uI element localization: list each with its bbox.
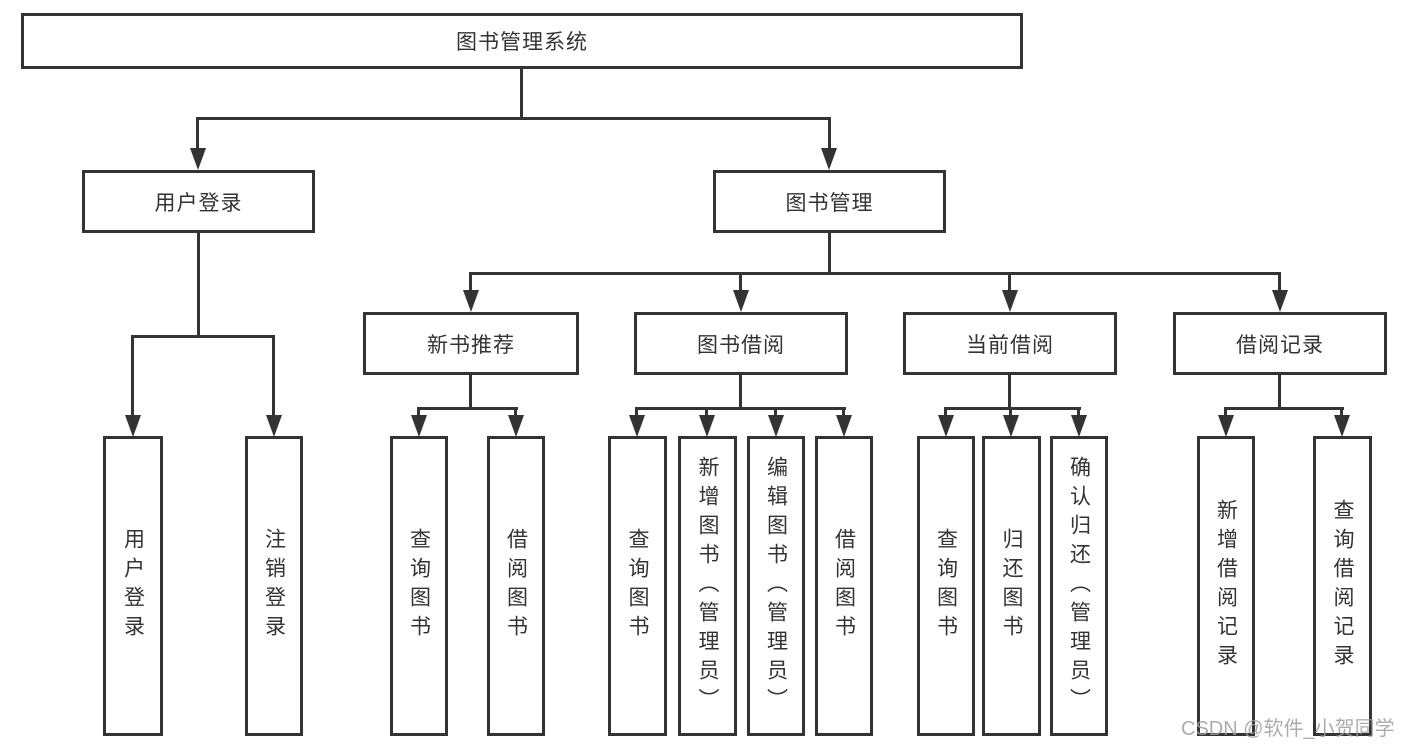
node-current-borrowing-label: 当前借阅 xyxy=(966,333,1054,357)
leaf-borrow-books-recommend: 借阅图书 xyxy=(487,436,545,736)
connector-user-login-stem xyxy=(197,233,200,338)
arrowhead-down-icon xyxy=(733,290,749,312)
leaf-query-books-current-label: 查询图书 xyxy=(934,528,958,644)
node-book-borrowing: 图书借阅 xyxy=(634,312,848,375)
connector-book-management-stem xyxy=(828,233,831,275)
node-root: 图书管理系统 xyxy=(21,13,1023,69)
node-book-borrowing-label: 图书借阅 xyxy=(697,333,785,357)
connector-book-borrowing-stem xyxy=(739,375,742,410)
connector-current-borrowing-split xyxy=(944,407,1081,410)
connector-borrowing-records-stem xyxy=(1278,375,1281,410)
arrowhead-down-icon xyxy=(699,415,715,437)
leaf-add-borrow-record: 新增借阅记录 xyxy=(1197,436,1255,736)
arrowhead-down-icon xyxy=(266,415,282,437)
node-borrowing-records: 借阅记录 xyxy=(1173,312,1387,375)
connector-shaft-leaf-user-login xyxy=(131,335,134,417)
connector-level3-split xyxy=(469,272,1281,275)
leaf-query-books-borrowing: 查询图书 xyxy=(608,436,667,736)
connector-shaft-leaf-logout xyxy=(272,335,275,417)
connector-shaft xyxy=(774,407,777,419)
connector-shaft xyxy=(705,407,708,419)
connector-shaft-book-management xyxy=(828,117,831,151)
leaf-add-books-admin: 新增图书（管理员） xyxy=(678,436,737,736)
connector-shaft xyxy=(1224,407,1227,419)
arrowhead-down-icon xyxy=(1218,415,1234,437)
leaf-borrow-books-borrowing-label: 借阅图书 xyxy=(832,528,856,644)
leaf-edit-books-admin: 编辑图书（管理员） xyxy=(747,436,805,736)
node-user-login: 用户登录 xyxy=(82,170,315,233)
arrowhead-down-icon xyxy=(836,415,852,437)
node-book-management: 图书管理 xyxy=(713,170,946,233)
connector-shaft-new-book xyxy=(469,272,472,294)
connector-shaft xyxy=(417,407,420,419)
arrowhead-down-icon xyxy=(190,148,206,170)
arrowhead-down-icon xyxy=(629,415,645,437)
connector-shaft xyxy=(842,407,845,419)
connector-root-stem xyxy=(520,69,523,120)
leaf-user-login-label: 用户登录 xyxy=(121,528,145,644)
node-root-label: 图书管理系统 xyxy=(456,31,588,54)
connector-user-login-split xyxy=(131,335,275,338)
node-new-book-recommendation: 新书推荐 xyxy=(363,312,579,375)
node-new-book-recommendation-label: 新书推荐 xyxy=(427,333,515,357)
connector-shaft xyxy=(635,407,638,419)
arrowhead-down-icon xyxy=(1002,290,1018,312)
watermark: CSDN @软件_小贺同学 xyxy=(1181,718,1395,740)
leaf-query-books-borrowing-label: 查询图书 xyxy=(626,528,649,644)
leaf-return-books: 归还图书 xyxy=(982,436,1041,736)
connector-shaft xyxy=(514,407,517,419)
connector-book-borrowing-split xyxy=(635,407,846,410)
node-current-borrowing: 当前借阅 xyxy=(903,312,1117,375)
arrowhead-down-icon xyxy=(463,290,479,312)
connector-shaft-current-borrowing xyxy=(1008,272,1011,294)
arrowhead-down-icon xyxy=(1003,415,1019,437)
leaf-add-books-admin-label: 新增图书（管理员） xyxy=(696,455,719,717)
leaf-query-books-current: 查询图书 xyxy=(917,436,975,736)
leaf-query-borrow-record-label: 查询借阅记录 xyxy=(1331,499,1354,673)
connector-shaft xyxy=(1077,407,1080,419)
leaf-query-books-recommend: 查询图书 xyxy=(390,436,448,736)
connector-borrowing-records-split xyxy=(1224,407,1344,410)
connector-shaft-book-borrowing xyxy=(739,272,742,294)
leaf-borrow-books-recommend-label: 借阅图书 xyxy=(504,528,528,644)
leaf-logout-login: 注销登录 xyxy=(245,436,303,736)
leaf-edit-books-admin-label: 编辑图书（管理员） xyxy=(764,455,788,717)
arrowhead-down-icon xyxy=(768,415,784,437)
arrowhead-down-icon xyxy=(411,415,427,437)
arrowhead-down-icon xyxy=(938,415,954,437)
arrowhead-down-icon xyxy=(125,415,141,437)
connector-new-book-stem xyxy=(469,375,472,410)
connector-current-borrowing-stem xyxy=(1008,375,1011,410)
leaf-confirm-return-admin: 确认归还（管理员） xyxy=(1050,436,1108,736)
connector-shaft xyxy=(1009,407,1012,419)
leaf-borrow-books-borrowing: 借阅图书 xyxy=(815,436,873,736)
node-book-management-label: 图书管理 xyxy=(785,191,874,215)
leaf-logout-login-label: 注销登录 xyxy=(262,528,286,644)
connector-shaft xyxy=(1340,407,1343,419)
node-borrowing-records-label: 借阅记录 xyxy=(1236,333,1324,357)
node-user-login-label: 用户登录 xyxy=(154,191,243,215)
arrowhead-down-icon xyxy=(1071,415,1087,437)
leaf-add-borrow-record-label: 新增借阅记录 xyxy=(1214,499,1238,673)
leaf-query-borrow-record: 查询借阅记录 xyxy=(1313,436,1372,736)
arrowhead-down-icon xyxy=(1272,290,1288,312)
connector-shaft-borrowing-records xyxy=(1278,272,1281,294)
leaf-user-login: 用户登录 xyxy=(103,436,163,736)
leaf-confirm-return-admin-label: 确认归还（管理员） xyxy=(1067,455,1091,717)
arrowhead-down-icon xyxy=(1334,415,1350,437)
leaf-return-books-label: 归还图书 xyxy=(1000,528,1023,644)
connector-shaft-user-login xyxy=(196,117,199,151)
arrowhead-down-icon xyxy=(821,148,837,170)
connector-root-split xyxy=(196,117,831,120)
leaf-query-books-recommend-label: 查询图书 xyxy=(407,528,431,644)
arrowhead-down-icon xyxy=(508,415,524,437)
connector-shaft xyxy=(944,407,947,419)
connector-new-book-split xyxy=(417,407,518,410)
